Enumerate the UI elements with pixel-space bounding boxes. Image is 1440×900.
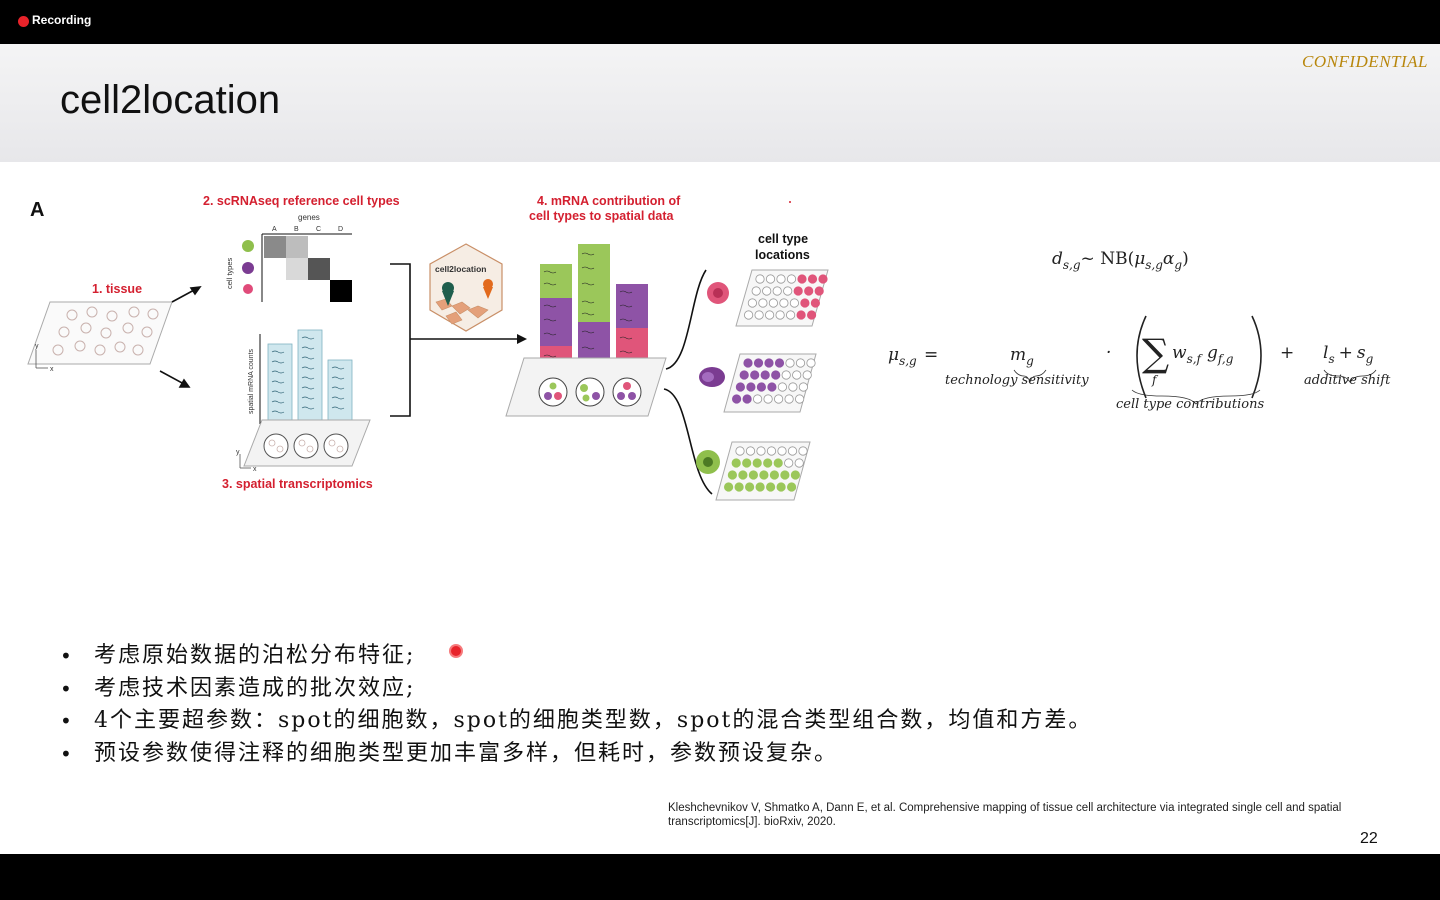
location-grid-pink [707,269,829,327]
svg-text:spatial mRNA counts: spatial mRNA counts [248,349,255,414]
page-number: 22 [1360,830,1378,847]
location-grid-green [696,441,811,501]
branch-curves [663,269,713,495]
recording-label[interactable]: Recording [32,13,92,27]
step-spatial-label: 3. spatial transcriptomics [222,477,373,491]
svg-text:∑: ∑ [1142,331,1169,375]
locations-label-1: cell type [758,232,808,246]
svg-text:f: f [1151,373,1159,387]
bottom-bar [0,854,1440,900]
bullet-list: 考虑原始数据的泊松分布特征; 考虑技术因素造成的批次效应; 4个主要超参数：sp… [60,640,1092,770]
laser-pointer-icon [449,644,463,658]
cell2location-figure: A 1. tissue y x 2. scRNAseq reference ce… [27,194,1391,501]
step-scrnaseq-label: 2. scRNAseq reference cell types [203,194,400,208]
reference-heatmap: genes A B C D cell types [225,213,352,302]
svg-text:ls+sg: ls+sg [1323,343,1374,366]
spatial-count-bars: spatial mRNA counts [248,329,353,425]
svg-text:B: B [294,226,299,233]
slide-title: cell2location [60,78,281,122]
tissue-slide-icon: y x [27,301,173,373]
svg-text:technology sensitivity: technology sensitivity [945,373,1089,388]
contribution-stacked-bars [505,244,667,417]
citation: Kleshchevnikov V, Shmatko A, Dann E, et … [668,802,1342,828]
step-contribution-label-2: cell types to spatial data [529,209,675,223]
tissue-arrows [159,286,202,388]
svg-text:x: x [253,466,257,473]
cell2location-badge: cell2location [429,243,503,332]
svg-text:cell types: cell types [225,257,234,289]
svg-text:y: y [35,343,39,350]
bullet-item: 考虑技术因素造成的批次效应; [60,673,1092,706]
recorder-bar: Recording [0,0,1440,44]
svg-text:cell type contributions: cell type contributions [1116,397,1264,412]
svg-text:cell2location: cell2location [435,264,487,274]
svg-text:mg: mg [1010,345,1034,368]
svg-text:additive shift: additive shift [1304,373,1391,388]
svg-text:y: y [236,449,240,456]
spatial-slide-icon: y x [236,419,371,473]
panel-letter: A [30,199,44,221]
presentation-slide: CONFIDENTIAL cell2location A 1. tissue y… [0,44,1440,854]
svg-text:D: D [338,226,343,233]
svg-text:genes: genes [298,213,320,222]
step-contribution-label-1: 4. mRNA contribution of [537,194,681,208]
arrow-icon [517,334,527,344]
merge-bracket [390,263,520,417]
svg-text:μs,g: μs,g [888,345,917,368]
svg-text:x: x [50,366,54,373]
svg-text:ws,fgf,g: ws,fgf,g [1172,343,1234,366]
confidential-watermark: CONFIDENTIAL [1302,52,1428,71]
bullet-item: 4个主要超参数：spot的细胞数，spot的细胞类型数，spot的混合类型组合数… [60,705,1092,738]
location-grid-purple [699,353,817,413]
slide-header: CONFIDENTIAL cell2location [0,44,1440,162]
svg-text:A: A [272,226,277,233]
record-icon[interactable] [18,16,29,27]
bullet-item: 预设参数使得注释的细胞类型更加丰富多样，但耗时，参数预设复杂。 [60,738,1092,771]
step-tissue-label: 1. tissue [92,282,142,296]
locations-label-2: locations [755,248,810,262]
svg-text:ds,g~ NB(μs,gαg): ds,g~ NB(μs,gαg) [1052,249,1189,272]
svg-text:+: + [1280,343,1294,363]
svg-text:=: = [924,345,938,365]
svg-text:·: · [1106,343,1111,363]
model-formula: ds,g~ NB(μs,gαg) μs,g = mg technology se… [888,249,1391,412]
svg-text:C: C [316,226,321,233]
bullet-item: 考虑原始数据的泊松分布特征; [60,640,1092,673]
